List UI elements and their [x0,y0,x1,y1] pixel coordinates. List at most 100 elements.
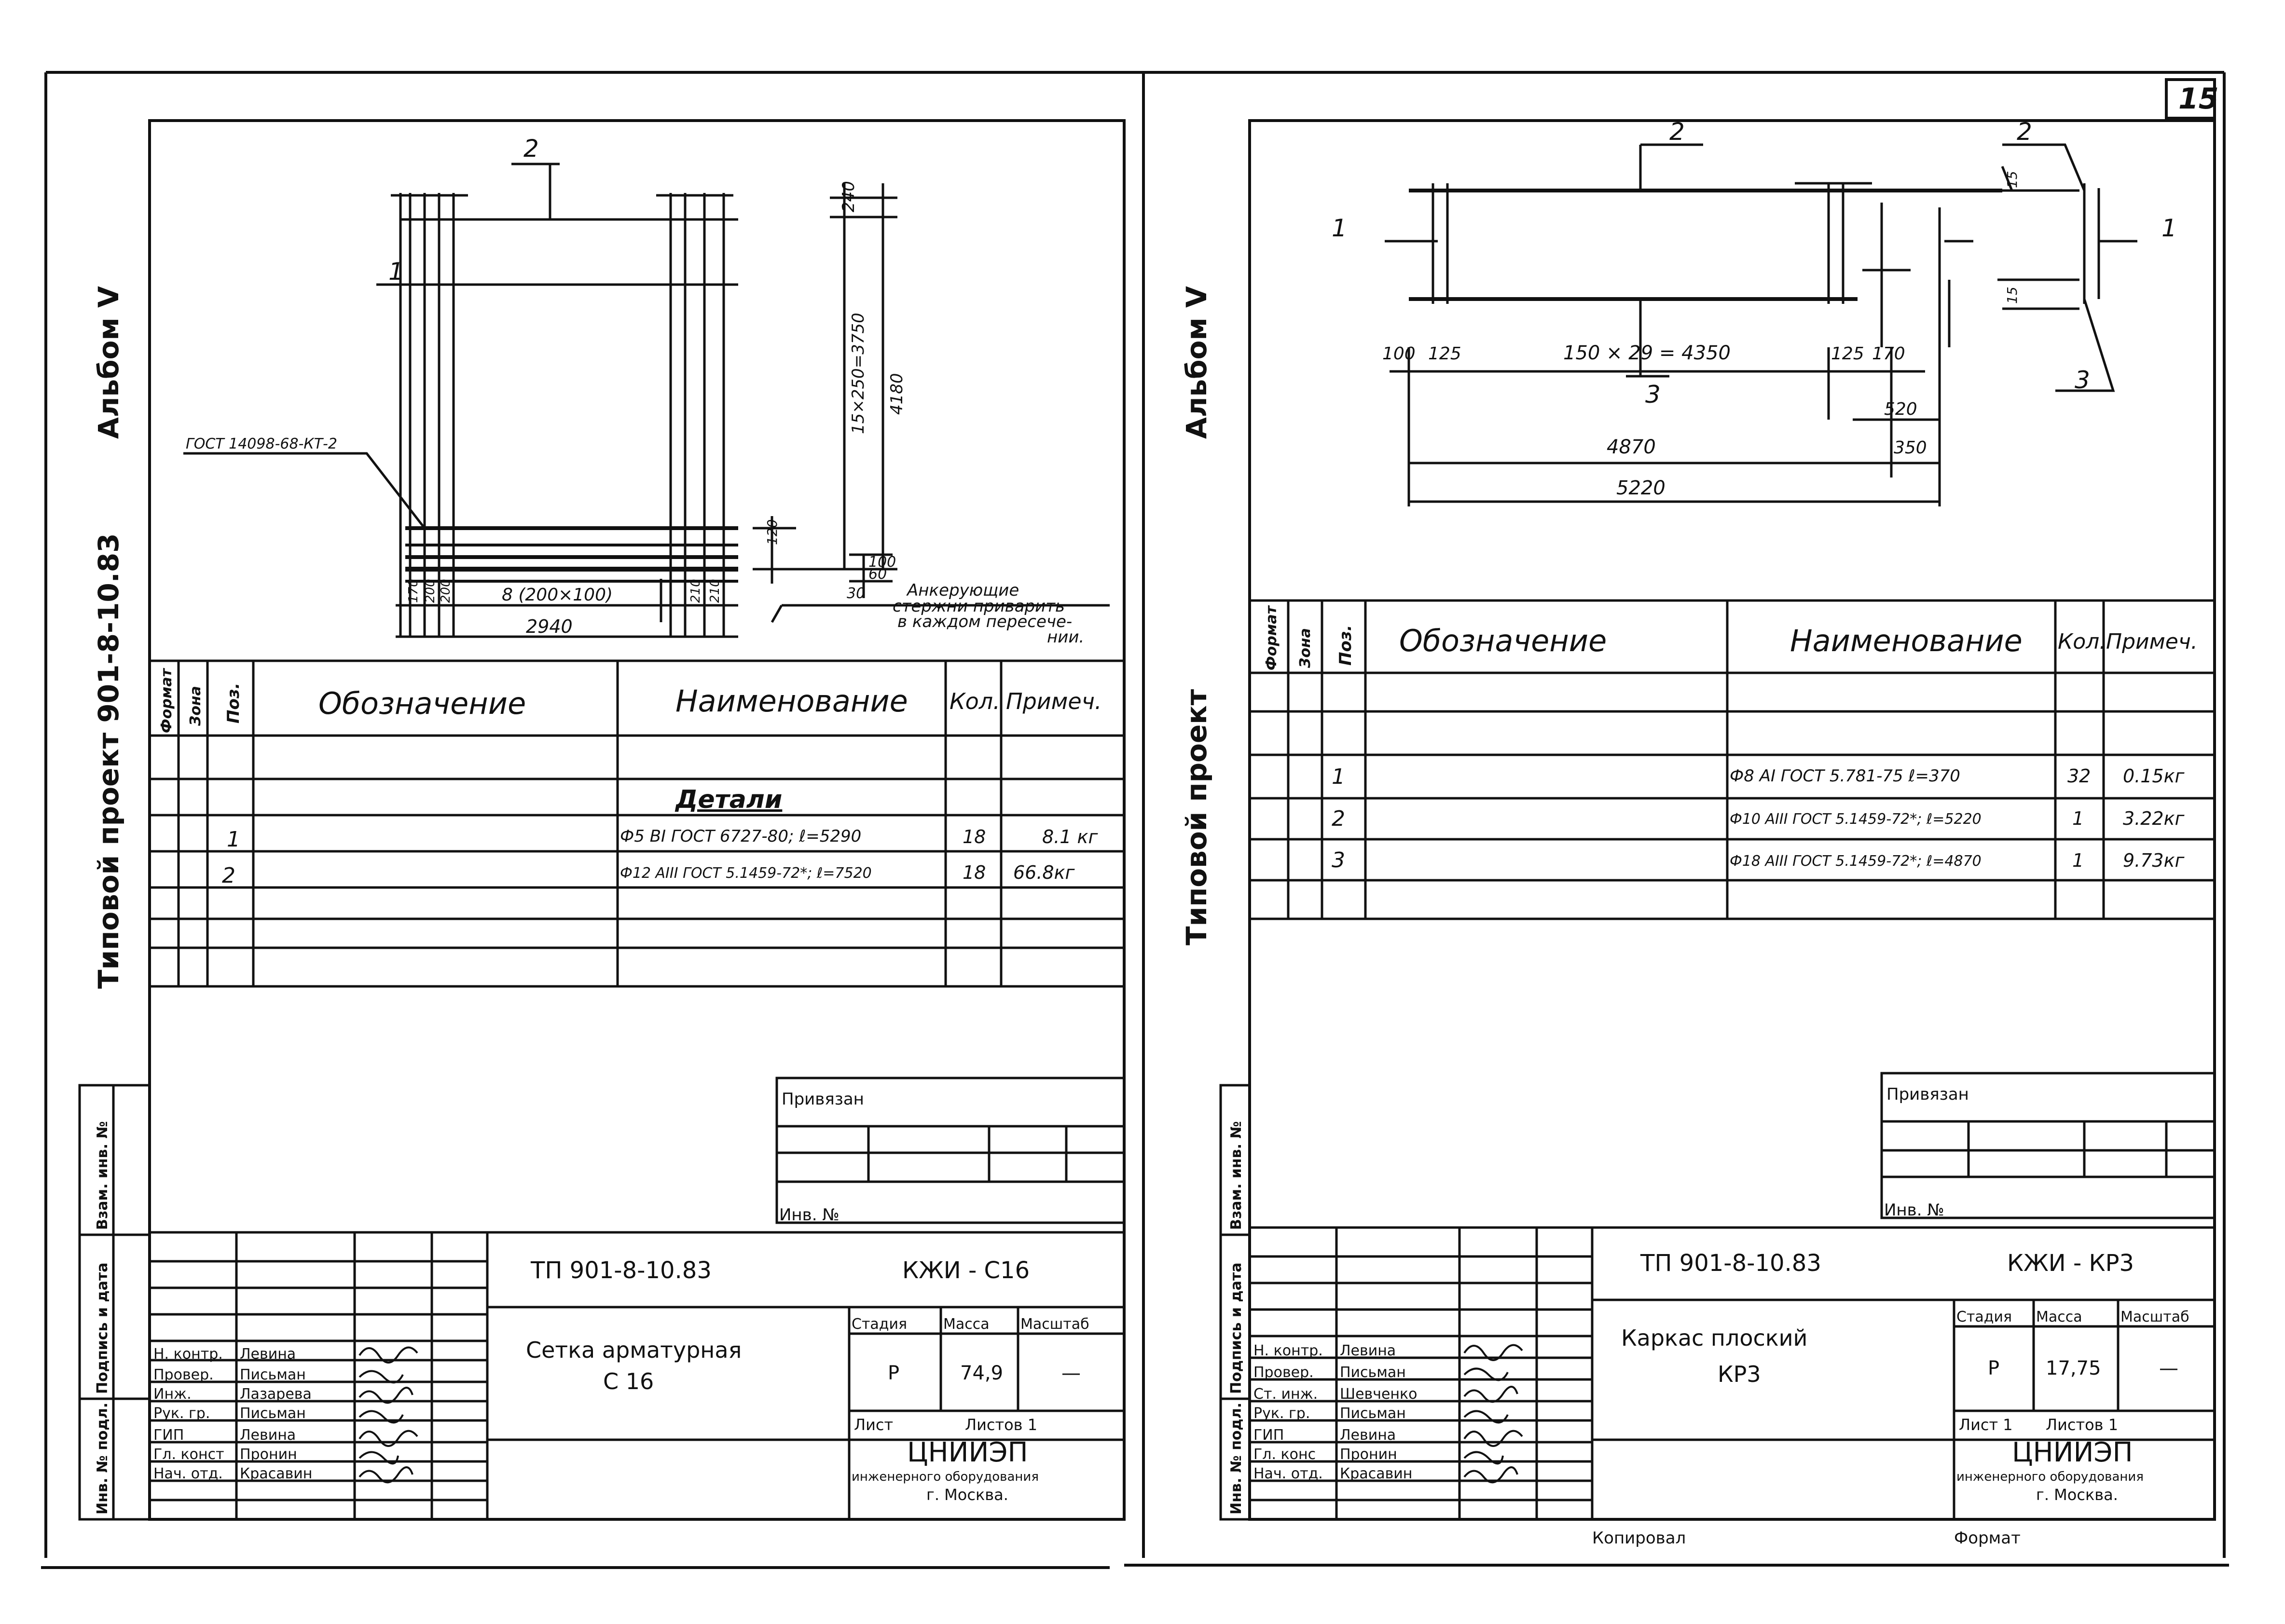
left-spec-section: Детали [674,785,782,814]
left-spec-h-pos: Поз. [224,683,243,724]
page-number-box [2165,78,2216,120]
left-scale-label: Масштаб [1020,1316,1089,1333]
dim-4180: 4180 [887,373,907,415]
left-person-role-0: Н. контр. [153,1346,223,1363]
left-people: Н. контр. Левина Провер. Письман Инж. Ла… [153,1346,312,1482]
left-scale: — [1061,1362,1081,1384]
anchor-note-1: Анкерующие [906,581,1019,600]
left-spec-row1-name: Ф5 ВI ГОСТ 6727-80; ℓ=5290 [620,827,861,846]
left-spec-row1-note: 8.1 кг [1042,826,1098,847]
left-side-album: Альбом V [92,286,125,439]
left-mass-label: Масса [943,1316,990,1333]
left-callout-2: 2 [523,135,539,163]
right-org: ЦНИИЭП [2012,1437,2133,1468]
footer-format: Формат [1954,1528,2021,1548]
right-person-name-0: Левина [1340,1342,1396,1359]
right-scale: — [2159,1357,2178,1379]
right-stamp-text-3: Инв. № подл. [1228,1403,1245,1515]
right-stamp-text-2: Подпись и дата [1228,1263,1245,1394]
right-signature-3 [1463,1386,1518,1403]
right-person-role-4: ГИП [1253,1427,1284,1444]
right-spec-row3-name: Ф18 АIII ГОСТ 5.1459-72*; ℓ=4870 [1730,853,1982,870]
dim-2940: 2940 [526,616,573,637]
right-spec-row2-pos: 2 [1332,806,1345,831]
left-spec-h-note: Примеч. [1006,688,1102,714]
right-callout-3: 3 [1645,381,1661,409]
right-frame-drawing [1385,143,2137,506]
right-side-project: Типовой проект [1180,689,1213,945]
signature-3 [358,1387,413,1404]
left-org-full: инженерного оборудования [852,1470,1039,1484]
left-sheets-label: Листов 1 [965,1416,1037,1434]
left-spec-h-format: Формат [158,668,175,733]
left-org: ЦНИИЭП [907,1437,1028,1468]
right-stage-label: Стадия [1956,1309,2012,1325]
right-inner-frame [1248,119,2216,1521]
right-callout-1: 1 [1332,214,1347,242]
left-mesh-drawing [183,163,1110,638]
right-title: Каркас плоский [1621,1325,1807,1351]
right-title-block [1250,1072,2216,1519]
left-inner-frame [148,119,1126,1521]
gost-note: ГОСТ 14098-68-КТ-2 [186,436,337,452]
right-bound-label: Привязан [1886,1085,1969,1104]
left-stamp-text-3: Инв. № подл. [94,1403,111,1515]
right-org-full: инженерного оборудования [1956,1470,2144,1484]
right-city: г. Москва. [2036,1486,2118,1504]
right-mass: 17,75 [2046,1357,2101,1379]
left-spec-row1-qty: 18 [963,826,986,847]
right-spec-row2-name: Ф10 АIII ГОСТ 5.1459-72*; ℓ=5220 [1730,811,1982,828]
dim-60: 60 [868,566,887,583]
left-spec-row2-pos: 2 [222,863,235,888]
left-spec-row2-qty: 18 [963,862,986,883]
left-person-name-2: Лазарева [240,1386,312,1403]
signature-1 [358,1346,418,1364]
right-sheet-label: Лист 1 [1959,1416,2013,1434]
right-vertical-stamp [1219,1084,1251,1521]
left-sheet-label: Лист [854,1416,893,1434]
right-dim-5220: 5220 [1616,477,1666,499]
right-sheets-label: Листов 1 [2046,1416,2118,1434]
dim-bottom-210b: 210 [708,579,722,603]
right-person-name-6: Красавин [1340,1465,1412,1482]
right-person-role-1: Провер. [1253,1364,1314,1381]
right-callout-1b: 1 [2161,214,2177,242]
right-dim-15a: 15 [2004,171,2020,188]
dim-bottom-8x: 8 (200×100) [502,585,613,605]
signature-4 [358,1410,404,1424]
right-person-role-3: Рук. гр. [1253,1405,1310,1422]
right-subtitle: КР3 [1718,1361,1761,1387]
left-spec-h-qty: Кол. [950,688,1000,714]
right-dim-520: 520 [1884,399,1917,419]
right-dim-4870: 4870 [1607,436,1656,458]
right-spec-row1-pos: 1 [1332,764,1345,789]
right-spec-h-note: Примеч. [2106,629,2198,654]
right-spec-h-zone: Зона [1297,628,1314,669]
right-side-album: Альбом V [1180,286,1213,439]
right-spec-row3-pos: 3 [1332,848,1345,873]
right-callout-2b: 2 [2017,118,2032,146]
dim-100: 100 [868,554,896,571]
left-bound-label: Привязан [782,1090,864,1109]
anchor-note-3: в каждом пересече- [897,612,1072,631]
right-spec-row1-name: Ф8 АI ГОСТ 5.781-75 ℓ=370 [1730,766,1960,786]
right-doc-code: ТП 901-8-10.83 [1640,1250,1821,1277]
left-signatures [358,1346,418,1484]
right-person-role-0: Н. контр. [1253,1342,1323,1359]
dim-240: 240 [839,181,858,212]
footer-copy: Копировал [1592,1528,1686,1548]
left-doc-code: ТП 901-8-10.83 [530,1257,712,1284]
left-spec-h-designation: Обозначение [318,686,526,721]
right-sheet-code: КЖИ - КР3 [2007,1250,2134,1277]
left-title-block [150,1077,1126,1519]
dim-30: 30 [847,585,865,602]
right-signatures [1463,1344,1523,1484]
left-stamp-text-2: Подпись и дата [94,1263,111,1394]
left-stamp-text-1: Взам. инв. № [94,1121,111,1230]
right-person-role-5: Гл. конс [1253,1446,1316,1463]
right-signature-1 [1463,1344,1523,1361]
right-signature-7 [1463,1466,1518,1484]
right-callout-3b: 3 [2075,366,2090,394]
right-spec-h-pos: Поз. [1336,625,1355,666]
